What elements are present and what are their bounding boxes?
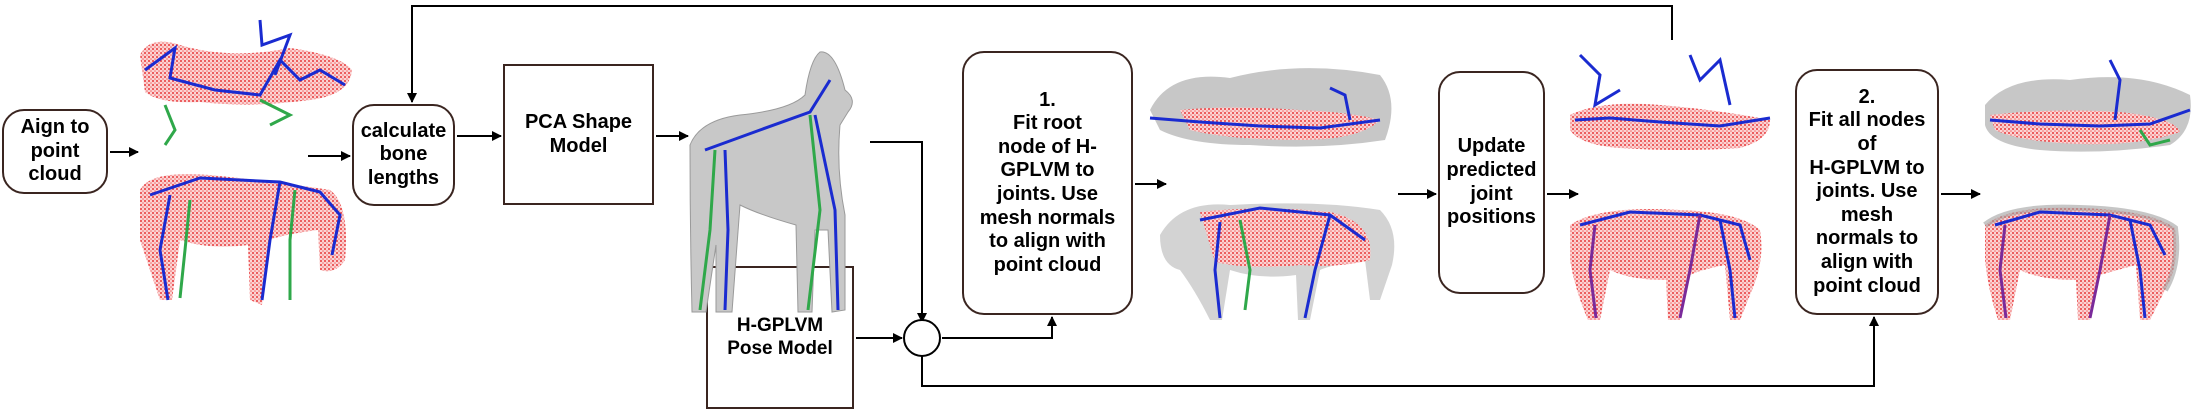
arrow-feedback-loop (407, 5, 1673, 103)
arrow-junction-to-fit-all (921, 316, 1879, 387)
calculate-bone-lengths-box: calculate bone lengths (352, 104, 455, 206)
calculate-bone-lengths-label: calculate bone lengths (360, 119, 447, 189)
fit-all-nodes-box: 2. Fit all nodes of H-GPLVM to joints. U… (1795, 69, 1939, 315)
hgplvm-pose-model-label: H-GPLVM Pose Model (727, 315, 833, 359)
updated-joints-image (1570, 53, 1771, 320)
pca-shape-model-label: PCA Shape Model (524, 110, 633, 157)
hgplvm-pose-model-box: H-GPLVM Pose Model (706, 266, 854, 409)
combine-circle-icon (903, 319, 941, 357)
update-joint-positions-box: Update predicted joint positions (1438, 71, 1545, 294)
final-fit-image (1983, 59, 2191, 320)
fit-root-result-image (1149, 68, 1395, 320)
fit-root-node-label: 1. Fit root node of H- GPLVM to joints. … (979, 88, 1116, 276)
update-joint-positions-label: Update predicted joint positions (1446, 135, 1537, 229)
align-to-point-cloud-box: Aign to point cloud (2, 109, 108, 194)
fit-all-nodes-label: 2. Fit all nodes of H-GPLVM to joints. U… (1808, 85, 1926, 297)
point-cloud-image (140, 19, 352, 305)
arrow-dog-to-junction (870, 141, 927, 323)
dog-mesh-image (689, 51, 853, 313)
align-to-point-cloud-label: Aign to point cloud (20, 116, 90, 186)
connector-arrows (110, 5, 1981, 387)
pca-shape-model-box: PCA Shape Model (503, 64, 654, 205)
fit-root-node-box: 1. Fit root node of H- GPLVM to joints. … (962, 51, 1133, 315)
arrow-junction-to-fit-root (942, 316, 1057, 339)
